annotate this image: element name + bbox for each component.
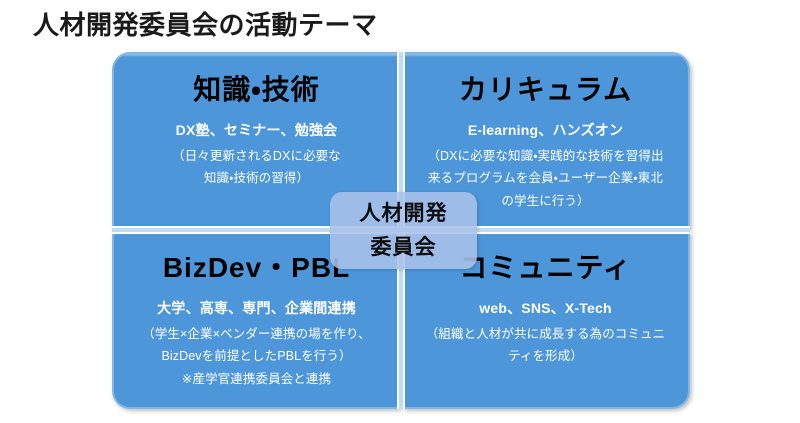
quadrant-body-line: ティを形成）: [508, 349, 583, 364]
quadrant-body-line: BizDevを前提としたPBLを行う）: [161, 349, 352, 364]
quadrant-body-line: （DXに必要な知識・実践的な技術を習得出: [427, 148, 664, 163]
page-title: 人材開発委員会の活動テーマ: [33, 10, 378, 40]
quadrant-heading: BizDev・PBL: [162, 252, 351, 283]
center-badge-line-2: 委員会: [370, 235, 437, 259]
quadrant-heading: カリキュラム: [458, 74, 633, 105]
quadrant-body-line: （学生×企業×ベンダー連携の場を作り、: [142, 326, 371, 341]
quadrant-subtitle: web、SNS、X-Tech: [479, 299, 612, 316]
quadrant-body-line: 来るプログラムを会員・ユーザー企業・東北: [428, 171, 663, 186]
quadrant-body-line: （日々更新されるDXに必要な: [172, 148, 341, 163]
quadrant-matrix: 知識・技術 DX塾、セミナー、勉強会 （日々更新されるDXに必要な 知識・技術の…: [112, 52, 690, 409]
center-badge-line-1: 人材開発: [359, 201, 448, 225]
quadrant-bottom-left: BizDev・PBL 大学、高専、専門、企業間連携 （学生×企業×ベンダー連携の…: [112, 232, 399, 409]
quadrant-body-line: の学生に行う）: [501, 194, 590, 209]
quadrant-body-line: 知識・技術の習得）: [203, 171, 310, 186]
quadrant-subtitle: DX塾、セミナー、勉強会: [175, 121, 338, 138]
quadrant-body-line: （組織と人材が共に成長する為のコミュニ: [425, 326, 666, 341]
quadrant-heading: コミュニティ: [459, 252, 632, 283]
center-badge: 人材開発 委員会: [330, 192, 477, 269]
quadrant-subtitle: 大学、高専、専門、企業間連携: [157, 299, 356, 316]
quadrant-heading: 知識・技術: [193, 74, 320, 105]
quadrant-top-left: 知識・技術 DX塾、セミナー、勉強会 （日々更新されるDXに必要な 知識・技術の…: [112, 52, 399, 229]
quadrant-note: ※産学官連携委員会と連携: [181, 372, 332, 387]
quadrant-subtitle: E-learning、ハンズオン: [467, 121, 624, 138]
